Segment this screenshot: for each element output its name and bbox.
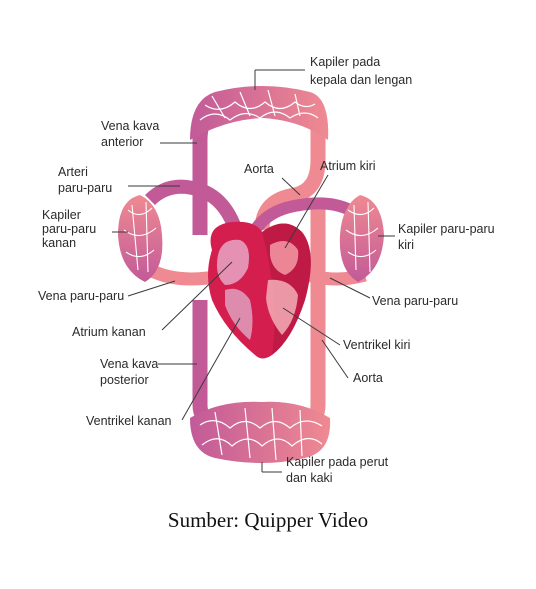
pulmonary-artery-right-branch	[244, 197, 353, 243]
right-ventricle-chamber	[225, 288, 253, 340]
right-lung-capillary-bed	[118, 195, 163, 282]
label-pulmonary-vein-left: Vena paru-paru	[38, 289, 124, 303]
label-left-atrium: Atrium kiri	[320, 159, 376, 173]
head-capillary-bed	[190, 86, 329, 140]
aorta-descending-vessel	[301, 200, 326, 432]
label-left-ventricle: Ventrikel kiri	[343, 338, 410, 352]
label-left-lung-capillaries: Kapiler paru-paru kiri	[398, 222, 498, 252]
posterior-vena-cava-vessel	[192, 300, 218, 433]
left-ventricle-chamber	[266, 279, 298, 335]
label-aorta-lower: Aorta	[353, 371, 383, 385]
left-atrium-chamber	[270, 241, 299, 275]
label-body-capillaries: Kapiler pada perut dan kaki	[286, 455, 392, 485]
label-aorta-top: Aorta	[244, 162, 274, 176]
body-capillary-network	[199, 407, 323, 461]
label-pulmonary-vein-right: Vena paru-paru	[372, 294, 458, 308]
label-right-ventricle: Ventrikel kanan	[86, 414, 172, 428]
left-lung-capillary-network	[345, 201, 379, 273]
label-pulmonary-artery: Arteri paru-paru	[58, 165, 112, 195]
head-capillary-network	[199, 89, 319, 121]
left-lung-capillary-bed	[339, 195, 384, 282]
label-anterior-vena-cava: Vena kava anterior	[101, 119, 163, 149]
label-posterior-vena-cava: Vena kava posterior	[100, 357, 162, 387]
right-atrium-chamber	[216, 239, 249, 285]
label-right-atrium: Atrium kanan	[72, 325, 146, 339]
label-head-capillaries: Kapiler pada kepala dan lengan	[310, 55, 412, 87]
source-caption: Sumber: Quipper Video	[167, 508, 369, 532]
leader-lines	[112, 69, 395, 473]
label-right-lung-capillaries: Kapiler paru-paru kanan	[42, 208, 100, 250]
body-capillary-bed	[190, 401, 331, 463]
